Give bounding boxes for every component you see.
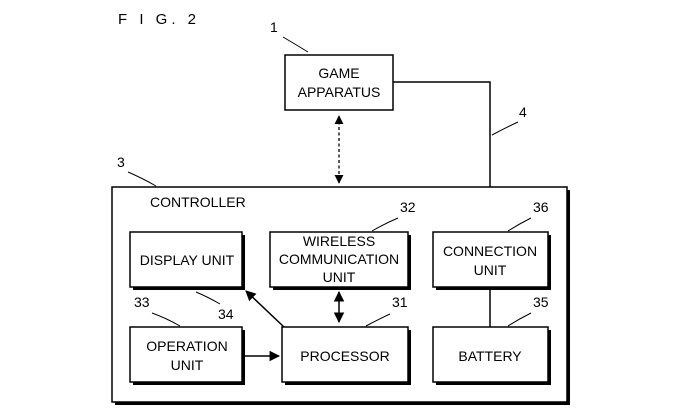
leader-connection-unit [507,217,532,232]
leader-wireless-unit [371,217,399,232]
ref-processor: 31 [392,294,408,310]
display-unit-label: DISPLAY UNIT [140,252,235,268]
ref-connection-unit: 36 [533,199,549,215]
ref-wireless-unit: 32 [400,199,416,215]
processor-block: PROCESSOR [281,326,411,385]
leader-operation-unit [151,312,181,327]
wireless-unit-block: WIRELESS COMMUNICATION UNIT [269,231,411,290]
connection-unit-block: CONNECTION UNIT [432,231,551,290]
controller-label: CONTROLLER [150,194,246,210]
connection-unit-label-2: UNIT [474,262,507,278]
leader-battery [507,312,532,327]
wireless-unit-label-1: WIRELESS [303,233,375,249]
leader-display-unit [195,291,221,305]
operation-unit-block: OPERATION UNIT [129,326,245,385]
wireless-unit-label-3: UNIT [323,269,356,285]
leader-controller [127,171,157,187]
figure-label: F I G. 2 [118,11,200,28]
ref-game-apparatus: 1 [270,19,278,35]
operation-unit-label-1: OPERATION [146,338,227,354]
processor-display-arrow [245,290,285,328]
game-apparatus-label-2: APPARATUS [298,84,381,100]
game-apparatus-label-1: GAME [318,65,359,81]
connection-unit-label-1: CONNECTION [443,243,537,259]
battery-block: BATTERY [432,326,551,385]
ref-operation-unit: 33 [134,294,150,310]
leader-game-apparatus [282,36,309,53]
processor-label: PROCESSOR [300,348,389,364]
leader-cable [491,121,519,136]
ref-cable: 4 [519,104,527,120]
display-unit-block: DISPLAY UNIT [129,231,245,290]
wireless-unit-label-2: COMMUNICATION [279,251,399,267]
ref-battery: 35 [533,294,549,310]
ref-display-unit: 34 [218,306,234,322]
leader-processor [365,313,391,327]
operation-unit-label-2: UNIT [171,357,204,373]
game-apparatus-block: GAME APPARATUS [284,54,394,111]
connection-cable [393,81,491,235]
battery-label: BATTERY [458,348,522,364]
ref-controller: 3 [117,154,125,170]
